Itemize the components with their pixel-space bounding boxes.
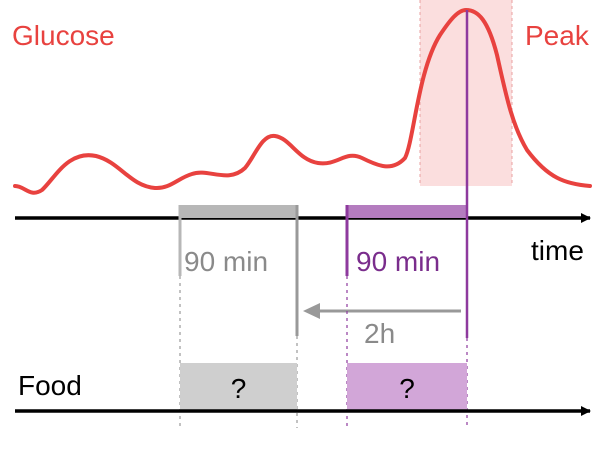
food-purple-box — [347, 363, 467, 411]
peak-label: Peak — [525, 20, 590, 51]
purple-window-bar — [347, 205, 467, 218]
food-gray-question: ? — [231, 373, 247, 404]
gray-window-label: 90 min — [184, 246, 268, 277]
offset-label: 2h — [364, 318, 395, 349]
food-gray-box — [180, 363, 297, 411]
glucose-label: Glucose — [12, 20, 115, 51]
glucose-curve — [13, 7, 592, 195]
gray-window-bar — [180, 205, 297, 218]
offset-arrow-head — [303, 303, 320, 319]
food-purple-question: ? — [399, 373, 415, 404]
time-axis-label: time — [531, 235, 584, 266]
food-axis-label: Food — [18, 370, 82, 401]
purple-window-label: 90 min — [356, 246, 440, 277]
